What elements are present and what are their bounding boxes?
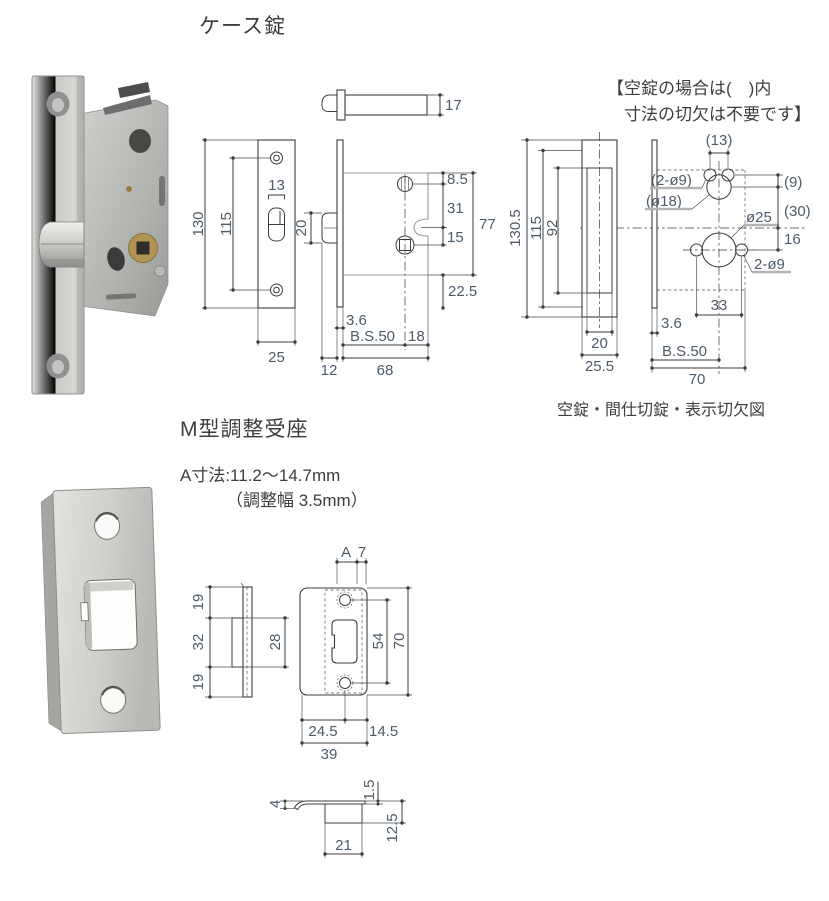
case-oval-hole: [107, 247, 125, 271]
lock-case-body: [79, 82, 169, 317]
dim-strike-box21: 21: [335, 837, 352, 854]
cutout-note-line2: 寸法の切欠は不要です】: [624, 104, 811, 124]
case-side-view: 20 8.5 31 15 77 22.5: [293, 139, 496, 379]
dim-latch-height: 20: [293, 220, 310, 237]
strike-title: M型調整受座: [180, 418, 309, 441]
dim-31: 31: [447, 200, 464, 217]
dim-cutout-plate-thickness: 3.6: [661, 315, 682, 332]
edge-view: 130.5 115 92 20 25.5: [507, 132, 619, 375]
dim-12: 12: [321, 362, 338, 379]
dim-strike-top19: 19: [190, 594, 207, 611]
dim-strike-24-5: 24.5: [308, 723, 337, 740]
case-top-view: 17: [321, 89, 462, 121]
faceplate-screw-hole-bottom: [46, 353, 70, 379]
dim-18: 18: [408, 328, 425, 345]
side-slot: [159, 176, 165, 206]
svg-text:2-ø9: 2-ø9: [754, 256, 785, 273]
lock-cylinder-hole: [129, 129, 151, 153]
dim-cutout-plate-width: 25.5: [585, 358, 614, 375]
lock-top-tab: [103, 95, 152, 115]
strike-section-view: 4 1.5 12.5 21: [267, 780, 406, 858]
dim-cutout-height: 130.5: [507, 209, 524, 247]
svg-text:(ø18): (ø18): [646, 193, 682, 210]
strike-latch-hole: [331, 619, 358, 664]
faceplate-front-view: 13 130 115 25: [190, 138, 297, 366]
dim-22-5: 22.5: [448, 283, 477, 300]
dim-case-height: 77: [479, 216, 496, 233]
a-dimension-line1: A寸法:11.2～14.7mm: [180, 466, 341, 485]
dim-cutout-width: 70: [689, 371, 706, 388]
a-dimension-line2: （調整幅 3.5mm）: [226, 490, 368, 510]
dim-strike-thickness: 1.5: [361, 780, 378, 801]
case-lock-drawing: 17 13 130 115 25: [190, 89, 496, 379]
strike-side-view: 19 32 19 28: [190, 582, 289, 699]
dim-cutout-screw-pitch: 115: [528, 216, 545, 240]
dim-plate-height: 130: [190, 211, 207, 236]
cutout-drawing: 130.5 115 92 20 25.5: [507, 132, 811, 388]
bottom-slot: [106, 293, 137, 300]
faceplate-screw-hole-top: [46, 91, 70, 117]
dim-strike-depth: 12.5: [384, 813, 401, 842]
dim-strike-a: A: [341, 544, 351, 561]
dim-strike-14-5: 14.5: [369, 723, 398, 740]
dim-16: 16: [784, 231, 801, 248]
strike-latch-opening: [80, 578, 138, 651]
case-rivet: [154, 265, 166, 277]
dim-side-holes-pitch: 33: [711, 297, 728, 314]
dim-pocket-width: 20: [591, 335, 608, 352]
label-top-holes: (2-ø9): [650, 172, 707, 190]
cutout-note-line1: 【空錠の場合は( )内: [607, 79, 772, 98]
dim-strike-mid32: 32: [190, 634, 207, 651]
case-lock-photo: [31, 75, 169, 395]
a-dimension-note: A寸法:11.2～14.7mm （調整幅 3.5mm）: [180, 464, 368, 513]
dim-30: (30): [784, 203, 811, 220]
dim-15: 15: [447, 229, 464, 246]
strike-screw-hole-top: [94, 511, 121, 540]
label-turn-hole: (ø18): [645, 193, 710, 211]
dim-screw-pitch: 115: [218, 212, 235, 236]
dim-strike-box28: 28: [267, 634, 284, 651]
dim-strike-height: 70: [391, 633, 408, 650]
strike-drawing: 19 32 19 28: [190, 544, 412, 858]
strike-screw-hole-bottom: [100, 685, 127, 714]
dim-slot-width: 13: [268, 177, 285, 194]
svg-text:(2-ø9): (2-ø9): [651, 172, 692, 189]
case-lock-title: ケース錠: [199, 15, 286, 38]
lock-top-lever: [118, 82, 150, 98]
dim-plate-width: 25: [268, 349, 285, 366]
dim-cutout-backset: B.S.50: [662, 343, 707, 360]
dim-strike-hole-pitch: 54: [370, 633, 387, 650]
dim-strike-lip4: 4: [267, 800, 284, 808]
dim-strike-width: 39: [321, 746, 338, 763]
strike-front-view: A 7 54 70 24.5 14.5 39: [299, 544, 412, 763]
cutout-note: 【空錠の場合は( )内 寸法の切欠は不要です】: [607, 76, 811, 127]
cutout-layout-view: (13) (2-ø9) (ø18) ø25 2-ø9: [645, 132, 811, 388]
strike-photo: [40, 486, 161, 734]
dim-case-depth: 68: [377, 362, 394, 379]
label-side-holes: 2-ø9: [743, 255, 791, 274]
svg-text:ø25: ø25: [746, 209, 772, 226]
dim-pocket-height: 92: [544, 220, 561, 237]
dim-8-5: 8.5: [447, 171, 468, 188]
dim-backset: B.S.50: [350, 328, 395, 345]
cutout-caption: 空錠・間仕切錠・表示切欠図: [557, 402, 766, 419]
dim-top-depth: 17: [445, 97, 462, 114]
dim-plate-thickness: 3.6: [346, 312, 367, 329]
dim-9: (9): [784, 174, 802, 191]
label-handle-hole: ø25: [730, 209, 779, 239]
dim-strike-bot19: 19: [190, 674, 207, 691]
latch-bolt: [38, 221, 85, 268]
dim-top-holes-pitch: (13): [706, 132, 733, 149]
brass-pin: [126, 186, 132, 192]
dim-strike-7: 7: [358, 544, 366, 561]
